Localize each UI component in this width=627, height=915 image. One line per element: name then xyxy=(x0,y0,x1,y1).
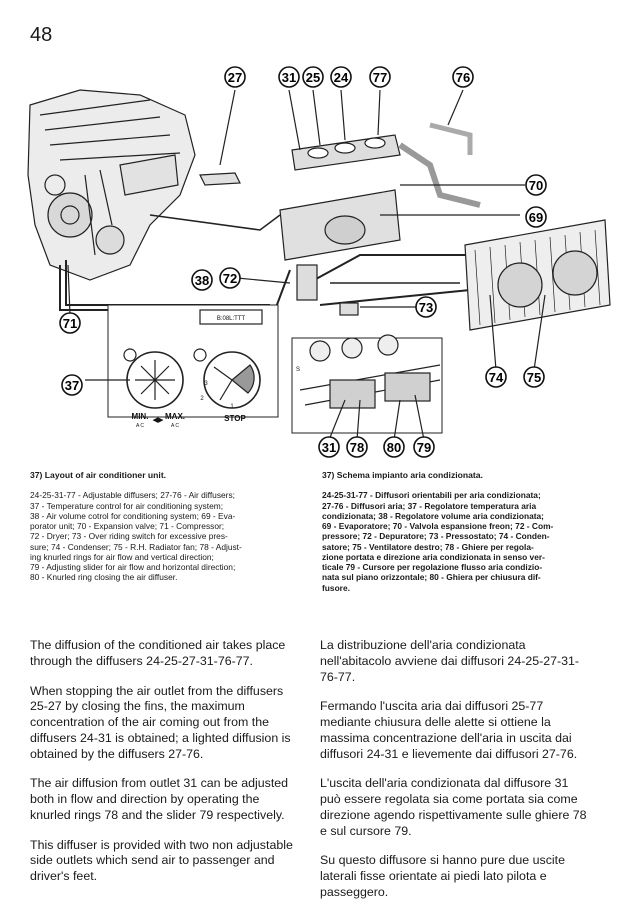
panel-ac-left: A C xyxy=(136,423,144,429)
callout-24: 24 xyxy=(330,66,352,88)
svg-text:69: 69 xyxy=(529,210,543,225)
callout-31: 31 xyxy=(278,66,300,88)
callout-27: 27 xyxy=(224,66,246,88)
caption-english-line: 38 - Air volume cotrol for conditioning … xyxy=(30,510,236,521)
dashboard-side-number: S xyxy=(296,367,300,373)
body-english-paragraph: The air diffusion from outlet 31 can be … xyxy=(30,776,289,822)
svg-text:37: 37 xyxy=(65,378,79,393)
caption-english-line: porator unit; 70 - Expansion valve; 71 -… xyxy=(30,521,225,532)
body-english-paragraph: The diffusion of the conditioned air tak… xyxy=(30,638,286,668)
svg-text:70: 70 xyxy=(529,178,543,193)
svg-text:72: 72 xyxy=(223,271,237,286)
condenser-illustration xyxy=(464,219,611,331)
pressure-switch-illustration xyxy=(339,302,359,316)
caption-italian-title: 37) Schema impianto aria condizionata. xyxy=(322,470,483,480)
caption-italian-line: 24-25-31-77 - Diffusori orientabili per … xyxy=(322,490,541,501)
caption-italian-line: 69 - Evaporatore; 70 - Valvola espansion… xyxy=(322,521,554,532)
body-english-paragraph: When stopping the air outlet from the di… xyxy=(30,683,291,761)
evaporator-illustration xyxy=(199,122,481,261)
caption-italian-line: nata sul piano orizzontale; 80 - Ghiera … xyxy=(322,572,541,583)
callout-76: 76 xyxy=(452,66,474,88)
panel-min-label: MIN. xyxy=(132,412,149,421)
callout-group: 27 31 25 24 77 76 70 69 38 72 71 73 37 7… xyxy=(59,66,547,458)
svg-text:24: 24 xyxy=(334,70,349,85)
caption-english-line: 80 - Knurled ring closing the air diffus… xyxy=(30,572,178,583)
svg-text:31: 31 xyxy=(282,70,296,85)
caption-english-line: 37 - Temperature control for air conditi… xyxy=(30,500,224,511)
callout-37: 37 xyxy=(61,374,83,396)
caption-italian-line: fusore. xyxy=(322,582,350,593)
caption-italian-line: 27-76 - Diffusori aria; 37 - Regolatore … xyxy=(322,500,537,511)
panel-max-label: MAX. xyxy=(165,412,185,421)
caption-english-line: 79 - Adjusting slider for air flow and h… xyxy=(30,562,236,573)
callout-75: 75 xyxy=(523,366,545,388)
caption-english-line: 24-25-31-77 - Adjustable diffusers; 27-7… xyxy=(30,490,235,501)
air-conditioner-diagram: 27 31 25 24 77 76 70 69 38 72 71 73 37 7… xyxy=(27,66,611,458)
callout-78: 78 xyxy=(346,436,368,458)
body-italian-paragraph: La distribuzione dell'aria condizionata … xyxy=(320,638,580,684)
svg-text:25: 25 xyxy=(306,70,320,85)
callout-70: 70 xyxy=(525,174,547,196)
svg-text:80: 80 xyxy=(387,440,401,455)
body-italian-paragraph: L'uscita dell'aria condizionata dal diff… xyxy=(320,776,587,838)
svg-text:78: 78 xyxy=(350,440,364,455)
panel-scale-1: 1 xyxy=(230,404,234,410)
callout-25: 25 xyxy=(302,66,324,88)
caption-english: 37) Layout of air conditioner unit. 24-2… xyxy=(30,470,305,583)
svg-text:74: 74 xyxy=(489,370,504,385)
panel-badge: B:08L:TTT xyxy=(217,316,246,322)
callout-38: 38 xyxy=(191,269,213,291)
callout-74: 74 xyxy=(485,366,507,388)
callout-69: 69 xyxy=(525,206,547,228)
caption-italian-line: condizionata; 38 - Regolatore volume ari… xyxy=(322,510,544,521)
dryer-illustration xyxy=(296,264,318,301)
caption-english-title: 37) Layout of air conditioner unit. xyxy=(30,470,167,480)
svg-text:73: 73 xyxy=(419,300,433,315)
callout-77: 77 xyxy=(369,66,391,88)
callout-31-b: 31 xyxy=(318,436,340,458)
svg-text:71: 71 xyxy=(63,316,77,331)
body-italian-paragraph: Su questo diffusore si hanno pure due us… xyxy=(320,853,565,899)
callout-72: 72 xyxy=(219,267,241,289)
svg-text:75: 75 xyxy=(527,370,541,385)
caption-english-line: 72 - Dryer; 73 - Over riding switch for … xyxy=(30,531,228,542)
panel-stop-label: STOP xyxy=(224,414,246,423)
engine-illustration xyxy=(27,89,196,281)
caption-italian-line: zione portata e direzione aria condizion… xyxy=(322,551,545,562)
svg-text:27: 27 xyxy=(228,70,242,85)
caption-italian: 37) Schema impianto aria condizionata. 2… xyxy=(322,470,597,593)
callout-73: 73 xyxy=(415,296,437,318)
svg-text:38: 38 xyxy=(195,273,209,288)
panel-ac-right: A C xyxy=(171,423,179,429)
caption-english-line: sure; 74 - Condenser; 75 - R.H. Radiator… xyxy=(30,541,242,552)
body-english-column: The diffusion of the conditioned air tak… xyxy=(30,638,302,899)
svg-text:76: 76 xyxy=(456,70,470,85)
caption-italian-line: pressore; 72 - Depuratore; 73 - Pressost… xyxy=(322,531,550,542)
svg-text:77: 77 xyxy=(373,70,387,85)
caption-english-line: ing knurled rings for air flow and verti… xyxy=(30,551,214,562)
body-italian-column: La distribuzione dell'aria condizionata … xyxy=(320,638,592,915)
callout-79: 79 xyxy=(413,436,435,458)
caption-italian-line: satore; 75 - Ventilatore destro; 78 - Gh… xyxy=(322,541,534,552)
panel-scale-3: 3 xyxy=(204,381,208,387)
body-italian-paragraph: Fermando l'uscita aria dai diffusori 25-… xyxy=(320,699,578,761)
caption-italian-line: ticale 79 - Cursore per regolazione flus… xyxy=(322,562,543,573)
callout-80: 80 xyxy=(383,436,405,458)
panel-scale-2: 2 xyxy=(200,396,204,402)
svg-text:31: 31 xyxy=(322,440,336,455)
svg-text:79: 79 xyxy=(417,440,431,455)
page-number: 48 xyxy=(30,24,53,46)
panel-arrows: ◂▸ xyxy=(152,414,164,426)
callout-71: 71 xyxy=(59,312,81,334)
